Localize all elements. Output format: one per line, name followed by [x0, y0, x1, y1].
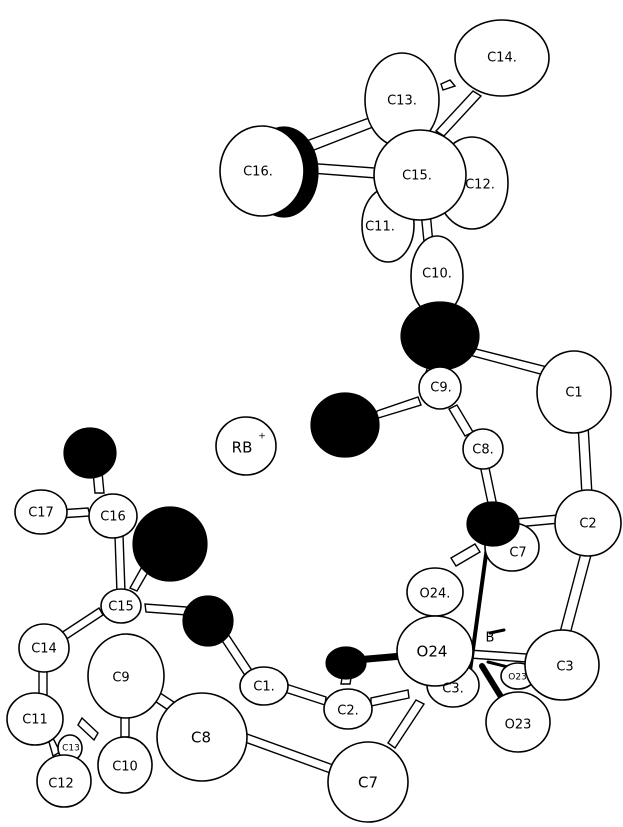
label-c9: C9: [112, 671, 129, 686]
atom-c16: [88, 493, 138, 539]
atom-c14-top: [454, 19, 550, 97]
atom-c2-right: [554, 489, 622, 557]
label-c8: C8: [191, 729, 211, 747]
atom-o-c2: [325, 646, 367, 680]
atom-c1-right: [536, 350, 612, 434]
label-b: B: [486, 631, 495, 646]
bond-c2-c3: [370, 689, 410, 707]
atom-o-right: [466, 501, 520, 547]
label-c3-right: C3: [556, 660, 573, 675]
atom-c8-top: [462, 428, 504, 470]
label-c16: C16: [100, 510, 126, 525]
atom-c15: [100, 588, 142, 624]
label-c1: C1.: [253, 680, 274, 695]
atom-labels: C14. C13. C16. C15. C12. C11. C10. C1 C9…: [22, 51, 596, 792]
bond-c15-o2: [144, 603, 188, 616]
atom-c9: [87, 633, 165, 719]
label-c15: C15: [108, 600, 134, 615]
label-c12-top: C12.: [465, 178, 495, 193]
bond-c13-c10: [77, 716, 99, 742]
bond-o24-c3: [468, 649, 528, 663]
label-c14: C14: [31, 642, 57, 657]
label-c1-right: C1: [565, 386, 582, 401]
label-c8-top: C8.: [472, 443, 493, 458]
atom-o-c16: [63, 427, 117, 479]
atom-c11: [6, 692, 64, 746]
atoms: [6, 19, 622, 823]
atom-o-c15-big: [132, 506, 208, 582]
label-o23: O23: [505, 718, 532, 733]
label-c13: C13: [62, 744, 80, 754]
label-o24-big: O24: [417, 643, 448, 661]
bond-b-o23: [479, 663, 506, 703]
label-c17: C17: [28, 506, 54, 521]
label-c14-top: C14.: [487, 51, 517, 66]
label-c2: C2.: [337, 704, 358, 719]
bond-b-tick: [488, 628, 506, 635]
atom-c14: [18, 623, 70, 673]
bond-c8-c7: [244, 733, 337, 775]
atom-c2: [323, 688, 373, 730]
label-c15-top: C15.: [402, 169, 432, 184]
label-c2-right: C2: [579, 517, 596, 532]
atom-rb: [215, 416, 277, 476]
atom-o-top: [400, 301, 480, 371]
label-c10-top: C10.: [422, 267, 452, 282]
bond-c3-c7: [387, 699, 426, 749]
atom-c1: [239, 666, 289, 706]
label-c9-top: C9.: [430, 381, 451, 396]
bond-c1-c2: [577, 423, 593, 496]
atom-c15-top: [373, 129, 467, 221]
label-c7: C7: [358, 774, 378, 792]
atom-c7: [327, 741, 409, 823]
label-c10: C10: [112, 760, 138, 775]
label-rb: RB: [232, 439, 253, 457]
label-o24-small: O24.: [420, 587, 451, 602]
label-c16-top: C16.: [243, 165, 273, 180]
bond-c14-c11: [38, 669, 48, 696]
atom-c8: [156, 692, 248, 782]
atom-c16-top: [219, 125, 305, 217]
atom-c17: [14, 489, 68, 535]
atom-c10: [97, 736, 153, 794]
bond-c9-c8: [448, 404, 474, 437]
label-c12: C12: [48, 777, 74, 792]
atom-o-c1: [182, 595, 234, 647]
bond-c7-o24small: [450, 543, 481, 567]
label-rb-charge: +: [258, 432, 266, 442]
atom-o-mid: [310, 392, 380, 458]
bond-c16-c15: [114, 534, 126, 594]
bond-c2-c3: [558, 552, 592, 639]
label-o23-small: O23.: [508, 673, 529, 683]
bond-c1-c2: [284, 683, 327, 706]
atom-o23: [485, 691, 551, 753]
atom-o24-big: [396, 615, 474, 687]
label-c7-right: C7: [509, 546, 526, 561]
bond-c14-c15: [434, 90, 483, 137]
label-c11: C11: [22, 713, 48, 728]
label-c13-top: C13.: [387, 94, 417, 109]
bond-c9-o: [374, 396, 422, 421]
atom-c9-top: [418, 366, 462, 410]
label-c11-top: C11.: [365, 220, 395, 235]
atom-c3-right: [524, 629, 600, 701]
label-c3: C3.: [442, 682, 463, 697]
atom-c12: [36, 754, 92, 808]
bond-c14-c13: [440, 79, 457, 91]
